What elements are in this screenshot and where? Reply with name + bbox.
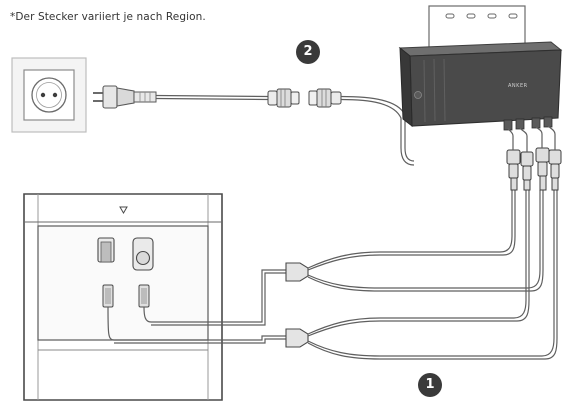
step-badge-1: 1 bbox=[418, 373, 442, 397]
power-station bbox=[23, 193, 223, 401]
step-badge-2: 2 bbox=[296, 40, 320, 64]
y-splitter-lower bbox=[285, 328, 309, 348]
ac-plug bbox=[93, 85, 157, 109]
power-station-dc-cables bbox=[107, 269, 286, 344]
wall-socket bbox=[11, 57, 87, 133]
ac-cable bbox=[155, 94, 269, 101]
mc4-connectors bbox=[506, 125, 562, 191]
ac-connector bbox=[267, 88, 342, 108]
y-splitter-upper bbox=[285, 262, 309, 282]
microinverter: ANKER bbox=[398, 5, 563, 131]
solar-dc-cables bbox=[307, 190, 558, 360]
region-plug-note: *Der Stecker variiert je nach Region. bbox=[10, 11, 206, 23]
brand-label: ANKER bbox=[508, 83, 528, 89]
